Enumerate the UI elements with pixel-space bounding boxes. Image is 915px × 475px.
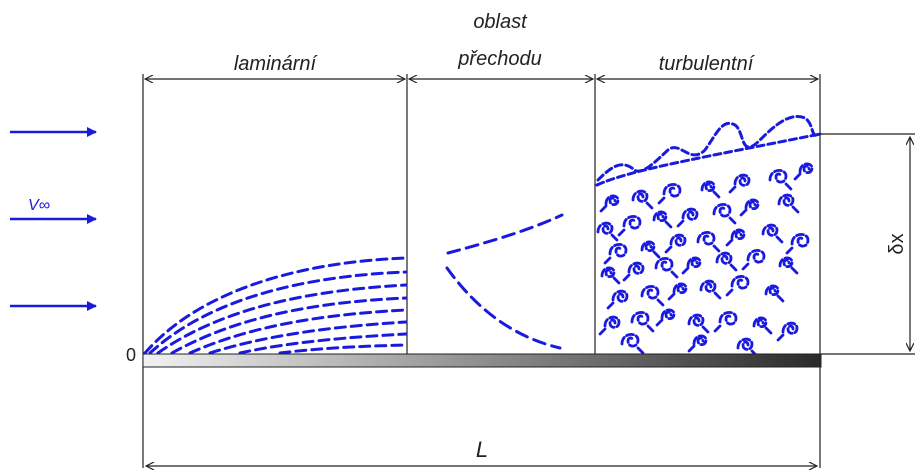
turbulent-edge xyxy=(595,132,822,187)
turbulent-eddy xyxy=(736,337,759,358)
turbulent-eddy xyxy=(778,256,799,275)
turbulent-eddy xyxy=(652,210,673,229)
laminar-label: laminární xyxy=(234,53,319,75)
laminar-streamline xyxy=(143,256,408,355)
length-label: L xyxy=(476,437,488,462)
turbulent-eddy xyxy=(600,266,621,285)
turbulent-eddy xyxy=(752,316,773,335)
turbulent-label: turbulentní xyxy=(659,53,756,75)
thickness-label: δx xyxy=(886,233,908,254)
turbulent-eddy xyxy=(725,228,746,247)
turbulent-eddy xyxy=(681,256,702,275)
turbulent-eddy xyxy=(596,221,619,242)
turbulent-eddy xyxy=(603,243,628,265)
turbulent-eddy xyxy=(664,233,687,254)
turbulent-eddy xyxy=(657,183,682,205)
turbulent-eddy xyxy=(676,207,699,228)
turbulent-eddy xyxy=(620,333,645,355)
flat-plate xyxy=(142,353,822,368)
turbulent-eddy xyxy=(768,169,793,191)
transition-label-line1: oblast xyxy=(473,11,528,33)
turbulent-eddy xyxy=(739,198,760,217)
velocity-label: V∞ xyxy=(28,197,50,214)
turbulent-eddy xyxy=(687,313,710,334)
turbulent-eddy xyxy=(777,193,800,214)
turbulent-eddy xyxy=(655,308,676,327)
turbulent-eddy xyxy=(725,275,750,297)
laminar-streamline xyxy=(156,283,408,355)
turbulent-eddy xyxy=(599,194,620,213)
laminar-streamline xyxy=(170,296,408,355)
turbulent-eddy xyxy=(606,289,629,310)
laminar-streamline xyxy=(148,270,408,355)
turbulent-eddy xyxy=(699,279,722,300)
turbulent-eddy xyxy=(687,334,708,353)
turbulent-eddy xyxy=(598,315,621,336)
turbulent-eddy xyxy=(713,311,738,333)
laminar-streamline xyxy=(208,320,408,355)
transition-streamlines xyxy=(445,213,564,350)
turbulent-eddy xyxy=(715,251,738,272)
turbulent-eddy xyxy=(654,257,679,279)
laminar-streamline xyxy=(278,343,408,355)
turbulent-eddy xyxy=(761,223,784,244)
turbulent-eddy xyxy=(741,249,766,271)
turbulent-eddy xyxy=(630,311,655,333)
eddy-group xyxy=(596,162,814,358)
turbulent-eddy xyxy=(700,180,721,199)
turbulent-eddy xyxy=(785,233,810,255)
turbulent-eddy xyxy=(712,203,737,225)
turbulent-eddy xyxy=(764,284,785,303)
transition-lower-curve xyxy=(445,266,562,350)
turbulent-eddy xyxy=(640,240,661,259)
origin-label: 0 xyxy=(126,345,136,365)
turbulent-eddy xyxy=(631,189,654,210)
turbulent-eddies xyxy=(595,115,822,187)
turbulent-eddy xyxy=(776,321,799,342)
turbulent-eddy xyxy=(793,162,814,181)
turbulent-eddy xyxy=(728,173,751,194)
turbulent-eddy xyxy=(617,215,642,237)
laminar-streamline xyxy=(188,308,408,355)
turbulent-eddy xyxy=(622,261,645,282)
turbulent-edge-wave xyxy=(596,115,822,182)
transition-label-line2: přechodu xyxy=(457,48,541,70)
turbulent-eddy xyxy=(696,231,721,253)
laminar-streamlines xyxy=(143,256,408,355)
turbulent-eddy xyxy=(667,282,688,301)
turbulent-eddy xyxy=(640,285,665,307)
laminar-streamline xyxy=(238,332,408,355)
transition-upper-curve xyxy=(446,213,564,255)
